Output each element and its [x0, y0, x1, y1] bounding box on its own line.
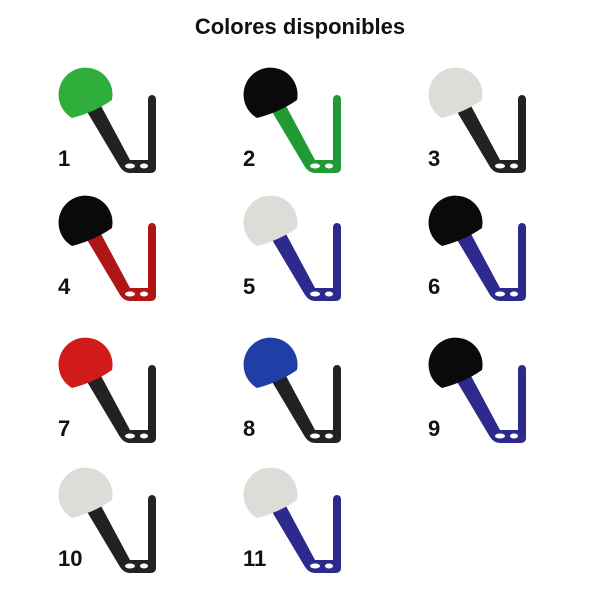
- ball-knob: [243, 337, 298, 388]
- option-number: 6: [428, 274, 441, 299]
- hook-hole: [510, 433, 518, 439]
- hook-hole: [510, 291, 518, 297]
- ball-knob: [58, 467, 113, 518]
- hook-hole: [325, 433, 333, 439]
- hook-body: [86, 495, 156, 573]
- option-number: 3: [428, 146, 441, 171]
- color-option-7[interactable]: 7: [50, 330, 200, 460]
- ball-knob: [243, 467, 298, 518]
- option-number: 8: [243, 416, 256, 441]
- hook-product-icon: [243, 467, 341, 573]
- ball-knob: [428, 195, 483, 246]
- hook-hole: [125, 163, 135, 169]
- hook-body: [86, 95, 156, 173]
- ball-knob: [243, 195, 298, 246]
- hook-hole: [325, 163, 333, 169]
- ball-knob: [428, 337, 483, 388]
- color-option-11[interactable]: 11: [235, 460, 385, 590]
- hook-hole: [325, 291, 333, 297]
- hook-product-icon: [58, 67, 156, 173]
- hook-hole: [125, 433, 135, 439]
- hook-hole: [140, 563, 148, 569]
- hook-body: [271, 95, 341, 173]
- hook-hole: [140, 433, 148, 439]
- hook-body: [456, 223, 526, 301]
- hook-hole: [495, 163, 505, 169]
- page-title: Colores disponibles: [194, 14, 406, 39]
- color-option-1[interactable]: 1: [50, 60, 200, 190]
- option-number: 9: [428, 416, 441, 441]
- ball-knob: [243, 67, 298, 118]
- ball-knob: [58, 337, 113, 388]
- color-option-10[interactable]: 10: [50, 460, 200, 590]
- hook-body: [271, 365, 341, 443]
- ball-knob: [58, 195, 113, 246]
- option-number: 5: [243, 274, 256, 299]
- hook-hole: [125, 291, 135, 297]
- color-option-6[interactable]: 6: [420, 188, 570, 318]
- option-number: 10: [58, 546, 83, 571]
- hook-hole: [495, 291, 505, 297]
- option-number: 2: [243, 146, 256, 171]
- ball-knob: [428, 67, 483, 118]
- hook-hole: [510, 163, 518, 169]
- hook-product-icon: [428, 67, 526, 173]
- hook-hole: [140, 163, 148, 169]
- hook-body: [271, 495, 341, 573]
- option-number: 11: [243, 546, 267, 571]
- hook-product-icon: [58, 337, 156, 443]
- color-option-2[interactable]: 2: [235, 60, 385, 190]
- hook-hole: [325, 563, 333, 569]
- hook-hole: [310, 163, 320, 169]
- ball-knob: [58, 67, 113, 118]
- option-number: 1: [58, 146, 71, 171]
- hook-body: [86, 365, 156, 443]
- hook-body: [86, 223, 156, 301]
- hook-product-icon: [428, 337, 526, 443]
- option-number: 4: [58, 274, 71, 299]
- color-option-8[interactable]: 8: [235, 330, 385, 460]
- hook-hole: [310, 433, 320, 439]
- hook-product-icon: [58, 467, 156, 573]
- option-number: 7: [58, 416, 71, 441]
- hook-body: [456, 95, 526, 173]
- hook-product-icon: [428, 195, 526, 301]
- color-option-4[interactable]: 4: [50, 188, 200, 318]
- hook-hole: [495, 433, 505, 439]
- hook-hole: [310, 291, 320, 297]
- hook-hole: [140, 291, 148, 297]
- hook-hole: [310, 563, 320, 569]
- hook-product-icon: [243, 337, 341, 443]
- color-option-3[interactable]: 3: [420, 60, 570, 190]
- color-option-9[interactable]: 9: [420, 330, 570, 460]
- hook-product-icon: [58, 195, 156, 301]
- hook-product-icon: [243, 67, 341, 173]
- color-option-5[interactable]: 5: [235, 188, 385, 318]
- hook-product-icon: [243, 195, 341, 301]
- hook-hole: [125, 563, 135, 569]
- hook-body: [271, 223, 341, 301]
- hook-body: [456, 365, 526, 443]
